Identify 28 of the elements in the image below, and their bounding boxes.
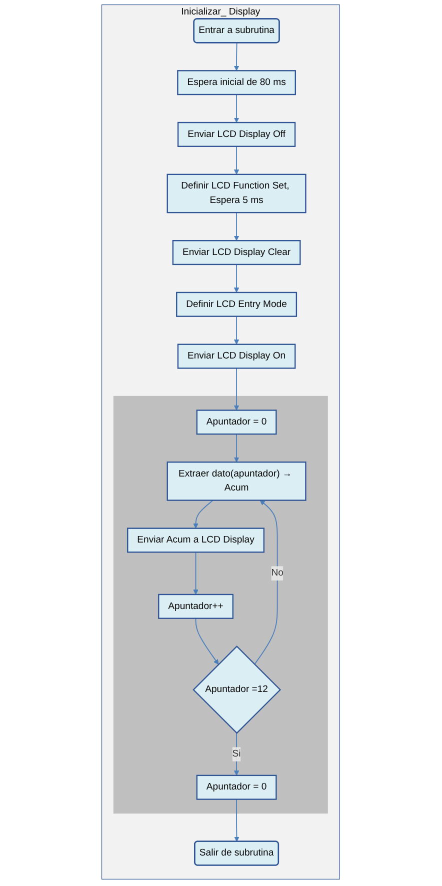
- arrow: [193, 500, 214, 529]
- node-box: Extraer dato(apuntador) → Acum: [167, 462, 307, 501]
- arrow: [234, 316, 240, 345]
- arrow: [234, 146, 240, 175]
- arrow: [254, 500, 278, 665]
- node-box: Enviar Acum a LCD Display: [127, 528, 265, 553]
- node-box: Definir LCD Function Set, Espera 5 ms: [167, 174, 307, 214]
- arrow: [234, 94, 240, 123]
- arrow: [234, 264, 240, 293]
- node-box: Apuntador++: [158, 594, 234, 619]
- node-box: Enviar LCD Display Off: [178, 122, 296, 147]
- arrow: [234, 368, 240, 410]
- node-box: Enviar LCD Display On: [178, 344, 296, 369]
- edge-label: Si: [232, 748, 242, 760]
- arrow: [234, 42, 240, 71]
- node-box: Apuntador = 0: [196, 774, 278, 800]
- node-box: Espera inicial de 80 ms: [177, 70, 296, 96]
- node-box: Apuntador = 0: [196, 410, 278, 435]
- cluster: [114, 396, 328, 814]
- arrow: [193, 552, 199, 595]
- node-box: Definir LCD Entry Mode: [176, 292, 298, 317]
- arrow: [196, 618, 220, 665]
- arrow: [234, 212, 240, 241]
- edge-label: No: [272, 568, 284, 578]
- node-box: Enviar LCD Display Clear: [172, 240, 302, 266]
- arrow: [234, 798, 240, 842]
- arrow: [234, 434, 240, 462]
- node-diamond: Apuntador =12: [192, 646, 282, 734]
